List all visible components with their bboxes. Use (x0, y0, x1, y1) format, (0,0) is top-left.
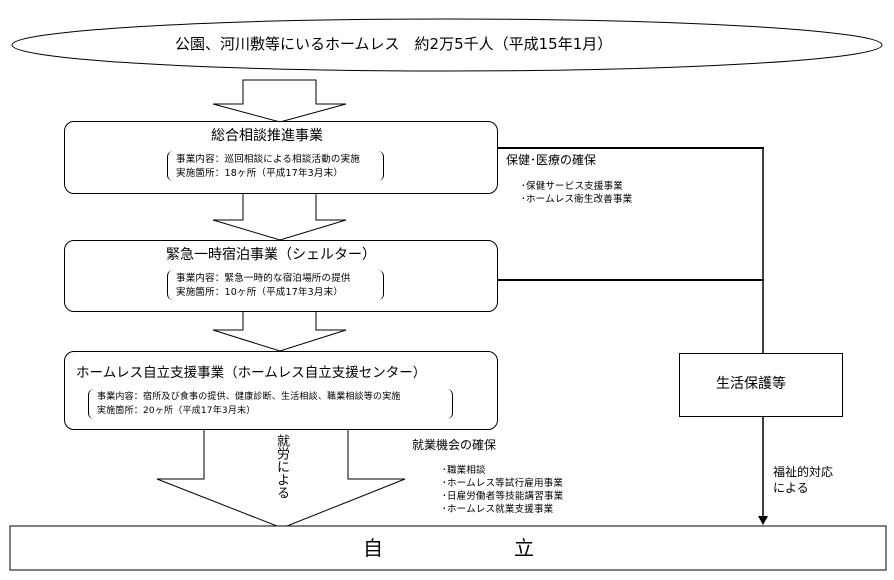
health-heading: 保健･医療の確保 (506, 153, 597, 167)
shelter-line1: 事業内容：緊急一時的な宿泊場所の提供 (176, 273, 351, 284)
welfare-box (679, 353, 843, 417)
self-support-title: ホームレス自立支援事業（ホームレス自立支援センター） (76, 365, 427, 381)
self-support-bracket (88, 389, 453, 419)
top-ellipse (11, 18, 883, 72)
shelter-box (64, 240, 498, 312)
self-support-box (64, 351, 498, 430)
employment-heading: 就業機会の確保 (412, 438, 497, 452)
self-support-line1: 事業内容：宿所及び食事の提供、健康診断、生活相談、職業相談等の実施 (97, 392, 401, 402)
shelter-bracket (167, 270, 384, 300)
bottom-char-1: 自 (363, 536, 383, 560)
welfare-note-line2: による (773, 481, 809, 495)
employment-item-3: ･日雇労働者等技能講習事業 (442, 491, 564, 502)
bottom-char-2: 立 (514, 536, 534, 560)
arrow-down-work (156, 427, 406, 529)
consultation-bracket (167, 151, 384, 181)
welfare-note-line1: 福祉的対応 (773, 465, 834, 479)
bottom-box-outline (9, 525, 887, 571)
self-support-line2: 実施箇所：20ヶ所（平成17年3月末） (97, 406, 256, 416)
health-item-2: ･ホームレス衛生改善事業 (521, 194, 633, 205)
work-arrow-text: 就労による (274, 434, 289, 499)
shelter-line2: 実施箇所：10ヶ所（平成17年3月末） (176, 287, 344, 298)
top-label: 公園、河川敷等にいるホームレス 約2万5千人（平成15年1月） (175, 35, 613, 53)
employment-item-2: ･ホームレス等試行雇用事業 (442, 478, 564, 489)
employment-item-1: ･職業相談 (442, 465, 486, 476)
arrow-down-3 (212, 308, 347, 352)
welfare-label: 生活保護等 (716, 376, 786, 392)
consultation-line1: 事業内容：巡回相談による相談活動の実施 (176, 154, 361, 165)
connector-arrowhead (758, 516, 768, 525)
arrow-down-2 (212, 191, 347, 241)
health-item-1: ･保健サービス支援事業 (521, 181, 623, 192)
consultation-box (64, 121, 498, 194)
consultation-line2: 実施箇所：18ヶ所（平成17年3月末） (176, 168, 344, 179)
shelter-title: 緊急一時宿泊事業（シェルター） (166, 247, 376, 263)
arrow-down-1 (212, 79, 347, 123)
employment-item-4: ･ホームレス就業支援事業 (442, 504, 554, 515)
consultation-title: 総合相談推進事業 (211, 128, 323, 144)
